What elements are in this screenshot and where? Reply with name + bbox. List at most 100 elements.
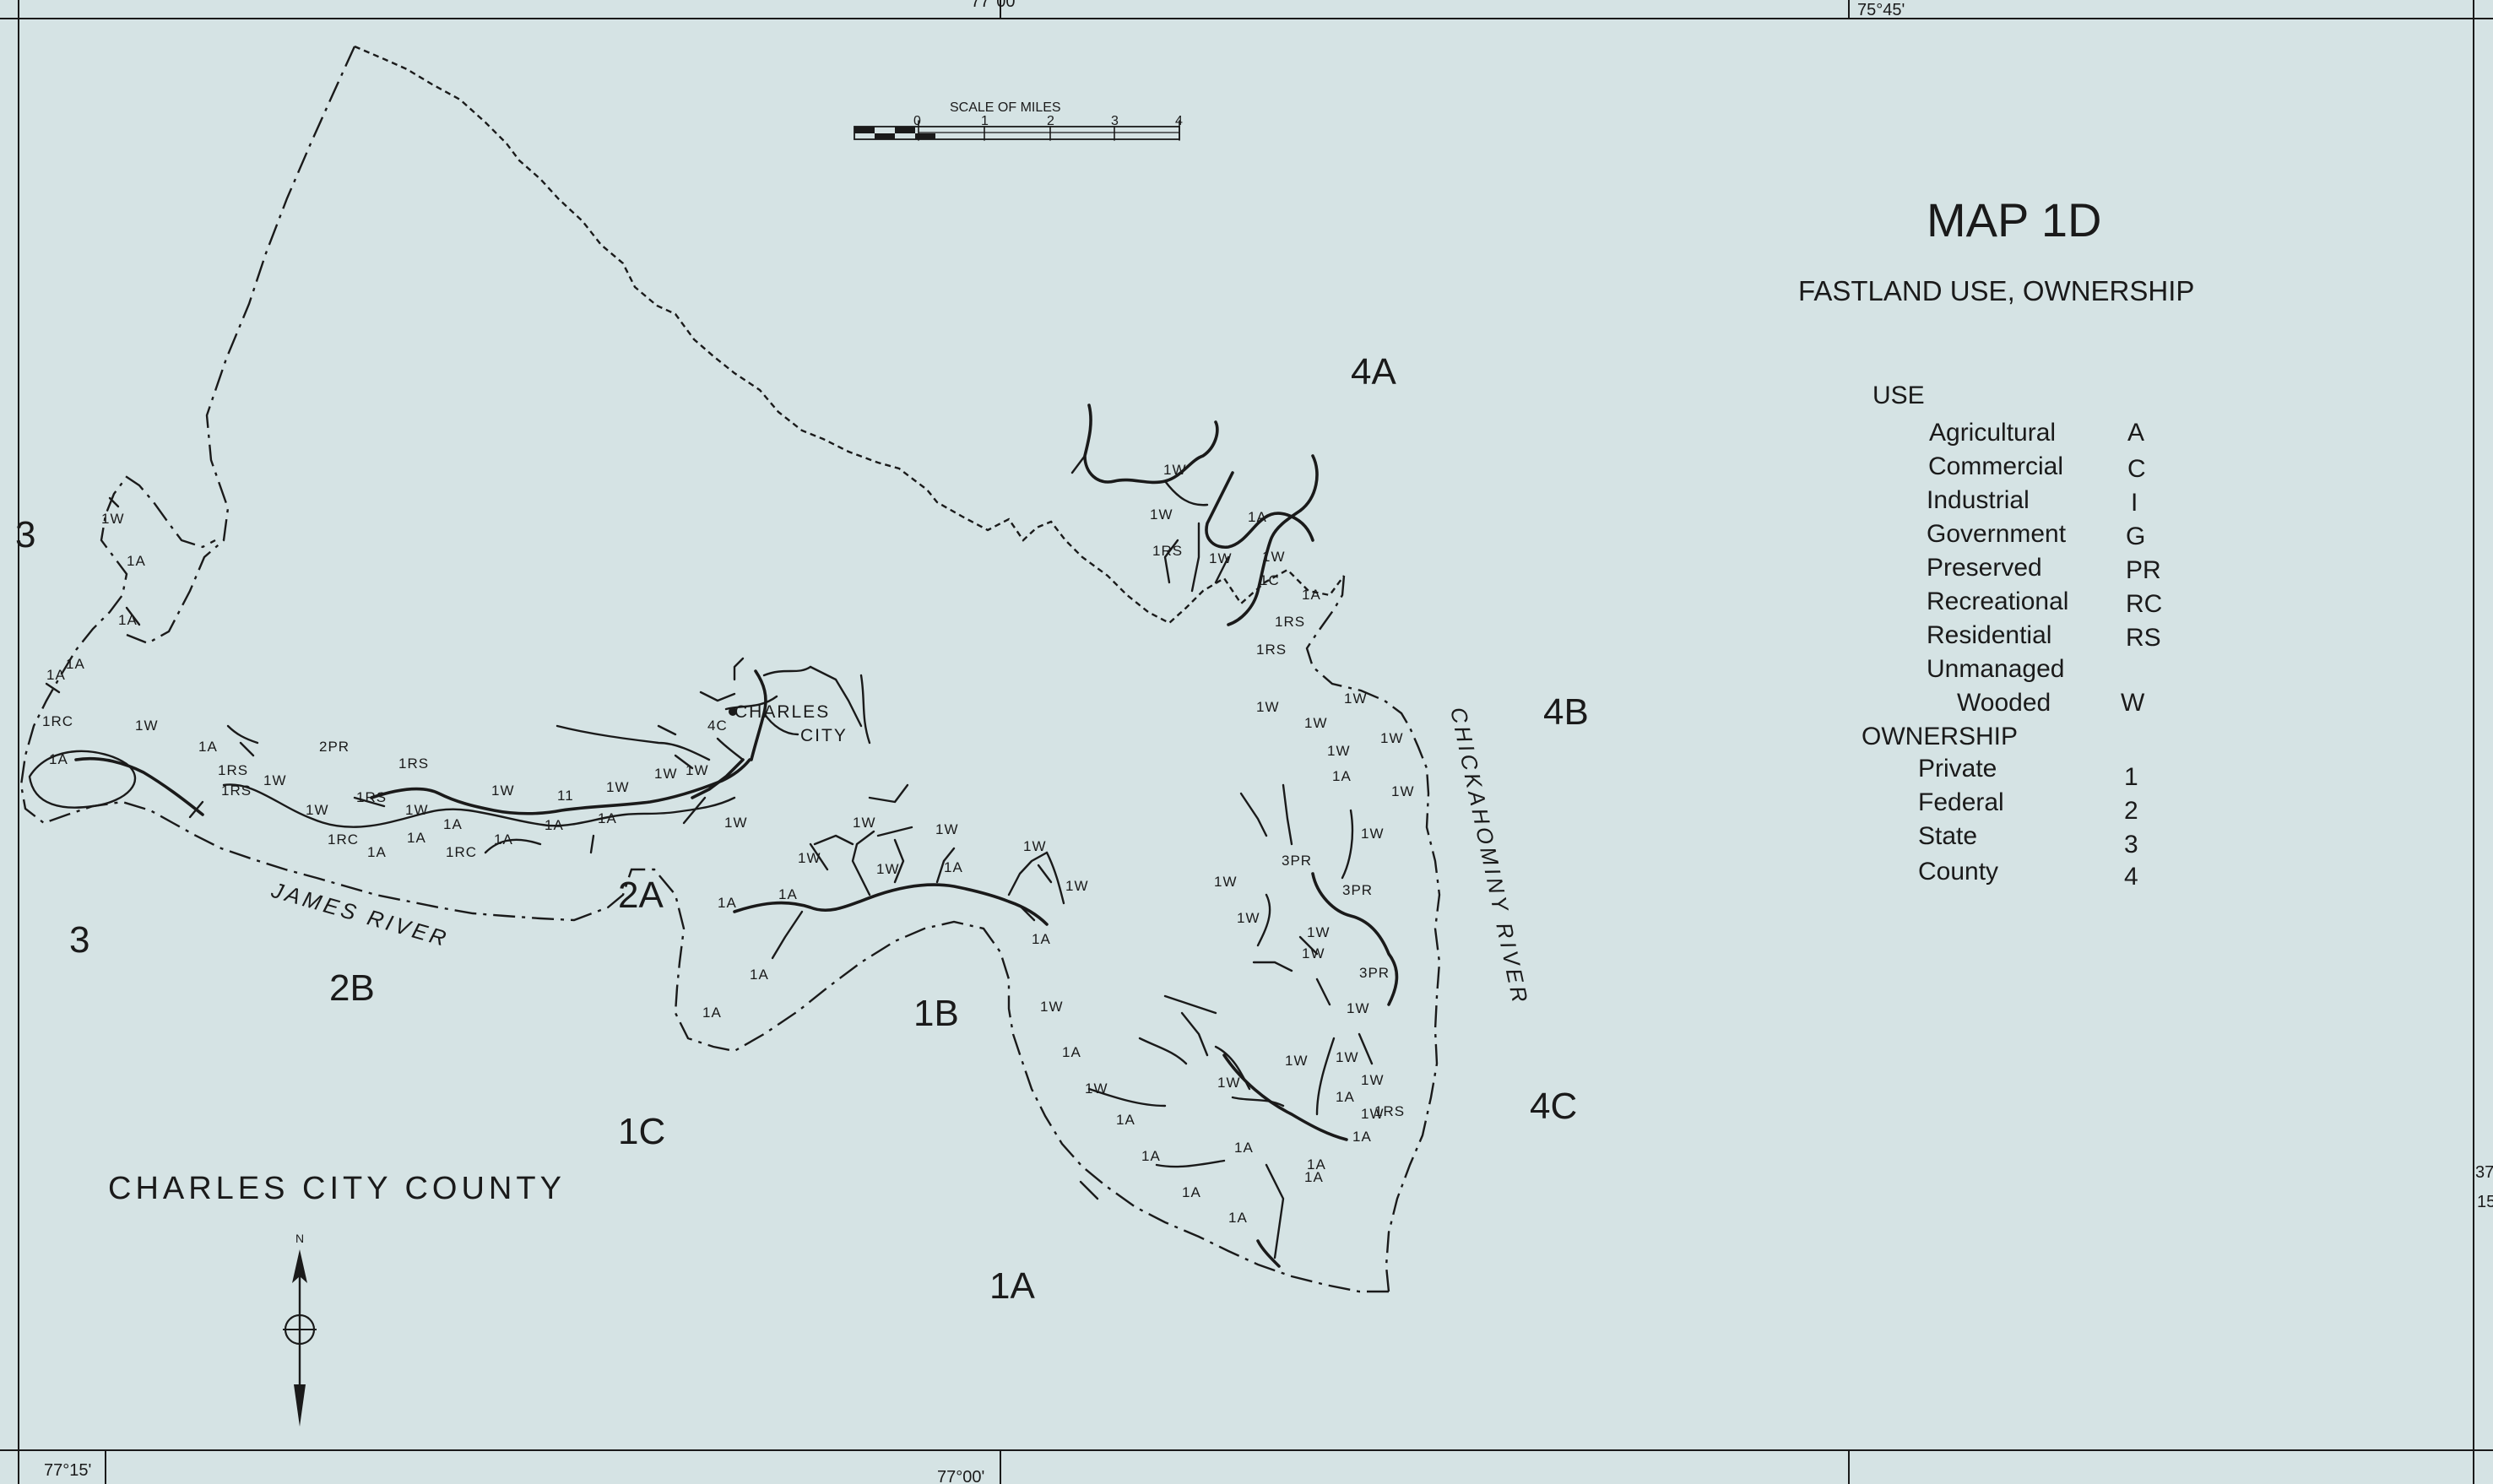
river-label-james: JAMES RIVER (268, 877, 452, 952)
plot-label: 1A (702, 1005, 722, 1021)
plot-label: 1W (1040, 999, 1064, 1015)
plot-label: 1W (1307, 924, 1331, 940)
plot-label: 1W (135, 718, 159, 734)
legend-item-label: Agricultural (1929, 419, 2056, 447)
legend-item-label: Unmanaged (1927, 655, 2064, 683)
plot-label: 1W (306, 802, 329, 818)
plot-label: 1W (1361, 1072, 1385, 1088)
plot-label: 1A (750, 967, 769, 983)
region-label: 3 (15, 514, 35, 555)
plot-label: 1W (405, 802, 429, 818)
plot-label: 1A (367, 844, 387, 860)
plot-label: 1A (778, 886, 798, 902)
plot-label: 1W (724, 815, 748, 831)
plot-label: 1RC (42, 713, 73, 729)
scale-tick: 4 (1175, 114, 1183, 128)
legend-item-label: Commercial (1928, 452, 2063, 480)
plot-label: 1W (1150, 506, 1173, 523)
plot-label: 1W (686, 762, 709, 778)
plot-label: 1W (1336, 1049, 1359, 1065)
legend-item-code: RS (2126, 624, 2161, 652)
plot-label: 1W (1380, 730, 1404, 746)
legend-item-label: Preserved (1927, 554, 2042, 582)
legend-item-code: W (2121, 689, 2145, 717)
legend-item-label: State (1918, 822, 1977, 850)
region-labels: 4A 4B 4C 3 3 2A 2B 1A 1B 1C (15, 351, 1589, 1307)
county-boundary-south (19, 475, 1389, 1293)
plot-label: 1W (1262, 549, 1286, 565)
plot-label: 1W (1163, 462, 1187, 478)
town-label-line2: CITY (800, 726, 848, 745)
plot-label: 1RS (356, 789, 387, 805)
town-code: 4C (707, 718, 728, 734)
coord-bottom-center: 77°00' (937, 1468, 984, 1484)
region-label: 1A (989, 1265, 1035, 1307)
plot-label: 1W (935, 821, 959, 837)
legend-item-label: Recreational (1927, 588, 2068, 615)
north-label: N (295, 1232, 304, 1245)
plot-label: 1W (1214, 874, 1238, 890)
plot-label: 1W (654, 766, 678, 782)
scale-tick: 1 (981, 114, 989, 128)
plot-label: 1A (1032, 931, 1051, 947)
legend-item-code: RC (2126, 590, 2162, 618)
plot-label: 1W (1023, 838, 1047, 854)
plot-label: 1A (66, 656, 85, 672)
legend-use-heading: USE (1872, 382, 1925, 409)
legend-item-code: 4 (2124, 863, 2138, 891)
town-label-line1: CHARLES (734, 702, 830, 722)
plot-label: 1W (1391, 783, 1415, 799)
legend-item-label: Government (1927, 520, 2067, 548)
plot-label: 1RC (328, 831, 359, 848)
plot-label: 1RS (398, 756, 429, 772)
plot-label: 1A (1302, 587, 1321, 603)
north-arrow-icon: N (283, 1232, 317, 1427)
plot-label: 1A (545, 817, 564, 833)
plot-label: 1A (1307, 1156, 1326, 1173)
scale-tick: 2 (1047, 114, 1054, 128)
plot-label: 1A (598, 810, 617, 826)
shoreline-features (28, 403, 1399, 1268)
region-label: 1C (618, 1111, 665, 1152)
plot-label: 1A (1116, 1112, 1135, 1128)
plot-label: 1A (1336, 1089, 1355, 1105)
plot-label: 1RS (1275, 614, 1305, 630)
map-title: MAP 1D (1927, 193, 2101, 246)
plot-label: 1A (443, 816, 463, 832)
plot-label: 1A (1234, 1140, 1254, 1156)
plot-label: 1RS (1256, 642, 1287, 658)
region-label: 2A (618, 875, 664, 916)
town-charles-city: CHARLES CITY 4C (707, 702, 848, 745)
plot-label: 1W (1256, 699, 1280, 715)
plot-labels: 1W 1A 1A 1A 1A 1RC 1A 1W 1A 1RS 1RS 1W 2… (42, 462, 1415, 1226)
legend-item-code: I (2131, 489, 2138, 517)
river-label-chickahominy: CHICKAHOMINY RIVER (1445, 705, 1533, 1008)
scale-label: SCALE OF MILES (950, 100, 1061, 115)
county-name: CHARLES CITY COUNTY (108, 1171, 566, 1206)
coord-bottom-left: 77°15' (44, 1461, 91, 1480)
scale-tick: 0 (913, 114, 921, 128)
plot-label: 1A (407, 830, 426, 846)
region-label: 4B (1543, 691, 1589, 733)
legend-item-code: 3 (2124, 831, 2138, 858)
region-label: 3 (69, 919, 89, 961)
region-label: 1B (913, 993, 959, 1034)
plot-label: 1A (198, 739, 218, 755)
plot-label: 1W (1344, 691, 1368, 707)
legend-item-label: Wooded (1957, 689, 2051, 717)
legend-item-code: G (2126, 523, 2145, 550)
plot-label: 1A (1352, 1129, 1372, 1145)
plot-label: 1A (1141, 1148, 1161, 1164)
legend-item-label: County (1918, 858, 1998, 886)
plot-label: 1A (118, 612, 138, 628)
legend-item-label: Federal (1918, 788, 2004, 816)
plot-label: 1C (1260, 572, 1280, 588)
plot-label: 1A (1182, 1184, 1201, 1200)
plot-label: 1W (1361, 1106, 1385, 1122)
coord-top-center: 77°00' (971, 0, 1018, 11)
plot-label: 1A (127, 553, 146, 569)
plot-label: 1W (1209, 550, 1233, 566)
plot-label: 1W (1304, 715, 1328, 731)
